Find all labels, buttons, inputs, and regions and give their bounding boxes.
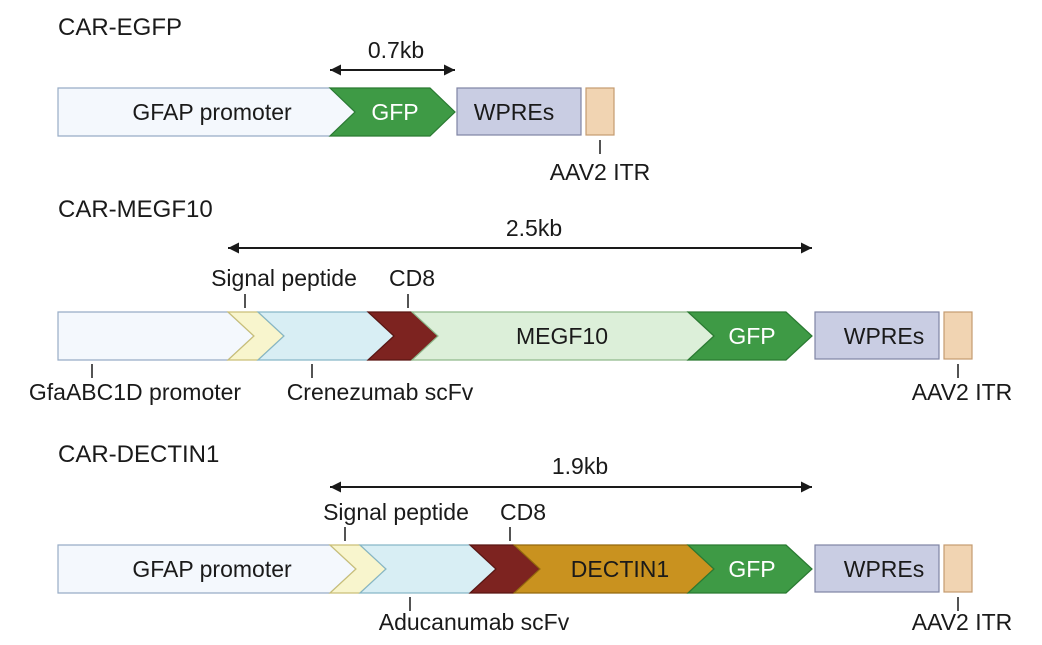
segment-label-dectin1: DECTIN1 xyxy=(571,556,669,582)
segment-aav2-itr xyxy=(585,87,615,136)
callout-cd8: CD8 xyxy=(389,265,435,291)
segment-label-gfp: GFP xyxy=(728,556,775,582)
callout-aav2-itr: AAV2 ITR xyxy=(912,609,1013,635)
construct-car-egfp: CAR-EGFP 0.7kb GFAP promoter GFP WPREs A… xyxy=(57,14,651,185)
segment-label-gfap-promoter: GFAP promoter xyxy=(132,556,292,582)
segment-gfaabc1d-promoter xyxy=(57,311,255,361)
segment-label-gfap-promoter: GFAP promoter xyxy=(132,99,292,125)
segment-aav2-itr xyxy=(943,544,973,593)
callout-cd8: CD8 xyxy=(500,499,546,525)
construct-car-megf10: CAR-MEGF10 2.5kb Signal peptide CD8 MEGF… xyxy=(29,196,1012,405)
length-bar: 0.7kb xyxy=(330,37,455,76)
callout-aav2-itr: AAV2 ITR xyxy=(550,159,651,185)
length-label: 2.5kb xyxy=(506,215,562,241)
construct-title: CAR-DECTIN1 xyxy=(58,441,219,468)
callout-crenezumab-scfv: Crenezumab scFv xyxy=(287,379,474,405)
segment-label-wpres: WPREs xyxy=(844,323,925,349)
segment-gfp xyxy=(328,87,456,137)
segment-label-wpres: WPREs xyxy=(844,556,925,582)
segment-gfp xyxy=(686,311,813,361)
segment-gfp xyxy=(686,544,813,594)
segment-label-gfp: GFP xyxy=(728,323,775,349)
callout-signal-peptide: Signal peptide xyxy=(323,499,469,525)
callout-gfaabc1d-promoter: GfaABC1D promoter xyxy=(29,379,242,405)
segment-label-gfp: GFP xyxy=(371,99,418,125)
segment-label-wpres: WPREs xyxy=(474,99,555,125)
length-bar: 2.5kb xyxy=(228,215,812,254)
callout-aducanumab-scfv: Aducanumab scFv xyxy=(379,609,570,635)
length-label: 1.9kb xyxy=(552,453,608,479)
callout-aav2-itr: AAV2 ITR xyxy=(912,379,1013,405)
length-label: 0.7kb xyxy=(368,37,424,63)
segment-wpres xyxy=(814,544,940,593)
construct-title: CAR-EGFP xyxy=(58,14,182,41)
segment-wpres xyxy=(814,311,940,360)
length-bar: 1.9kb xyxy=(330,453,812,493)
callout-signal-peptide: Signal peptide xyxy=(211,265,357,291)
segment-aav2-itr xyxy=(943,311,973,360)
segment-wpres xyxy=(456,87,582,136)
construct-car-dectin1: CAR-DECTIN1 1.9kb Signal peptide CD8 GFA… xyxy=(57,441,1013,635)
construct-title: CAR-MEGF10 xyxy=(58,196,213,223)
segment-label-megf10: MEGF10 xyxy=(516,323,608,349)
